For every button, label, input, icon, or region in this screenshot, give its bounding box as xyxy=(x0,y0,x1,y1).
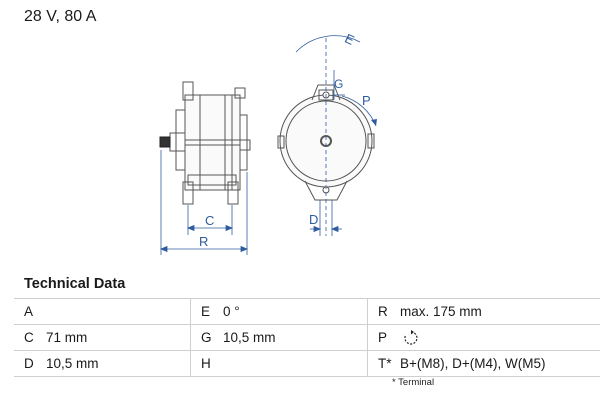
spec-value: max. 175 mm xyxy=(400,298,600,325)
spec-value-rotation xyxy=(400,324,600,351)
angle-arc-e xyxy=(295,35,361,53)
front-view xyxy=(277,84,375,201)
spec-key: R xyxy=(367,298,400,325)
label-g: G xyxy=(334,77,343,91)
spec-key: H xyxy=(190,350,223,377)
footnote: * Terminal xyxy=(392,377,435,388)
dimension-d xyxy=(310,200,342,236)
spec-value xyxy=(223,350,368,377)
spec-key: A xyxy=(14,298,46,325)
spec-key: G xyxy=(190,324,223,351)
spec-value: 10,5 mm xyxy=(223,324,368,351)
technical-drawing: C R E G P xyxy=(159,31,377,255)
side-view xyxy=(159,81,251,205)
dimension-r xyxy=(159,150,249,255)
spec-table: A E 0 ° R max. 175 mm C 71 mm G 10,5 mm … xyxy=(14,298,600,377)
spec-key: T* xyxy=(367,350,400,377)
product-title: 28 V, 80 A xyxy=(24,8,97,25)
spec-value xyxy=(46,298,191,325)
rotation-arrowhead xyxy=(371,119,377,126)
spec-key: D xyxy=(14,350,46,377)
spec-value: 0 ° xyxy=(223,298,368,325)
label-p: P xyxy=(362,93,371,108)
spec-key: C xyxy=(14,324,46,351)
dimension-g xyxy=(333,70,345,100)
table-row: D 10,5 mm H T* B+(M8), D+(M4), W(M5) xyxy=(14,350,600,377)
dimension-c xyxy=(186,205,234,235)
label-c: C xyxy=(205,213,214,228)
spec-value: 71 mm xyxy=(46,324,191,351)
label-r: R xyxy=(199,234,208,249)
table-row: A E 0 ° R max. 175 mm xyxy=(14,298,600,325)
clockwise-rotation-icon xyxy=(404,329,418,345)
label-d: D xyxy=(309,212,318,227)
table-row: C 71 mm G 10,5 mm P xyxy=(14,324,600,351)
section-title: Technical Data xyxy=(24,276,126,292)
spec-value: B+(M8), D+(M4), W(M5) xyxy=(400,350,600,377)
spec-value: 10,5 mm xyxy=(46,350,191,377)
spec-key: E xyxy=(190,298,223,325)
spec-key: P xyxy=(367,324,400,351)
